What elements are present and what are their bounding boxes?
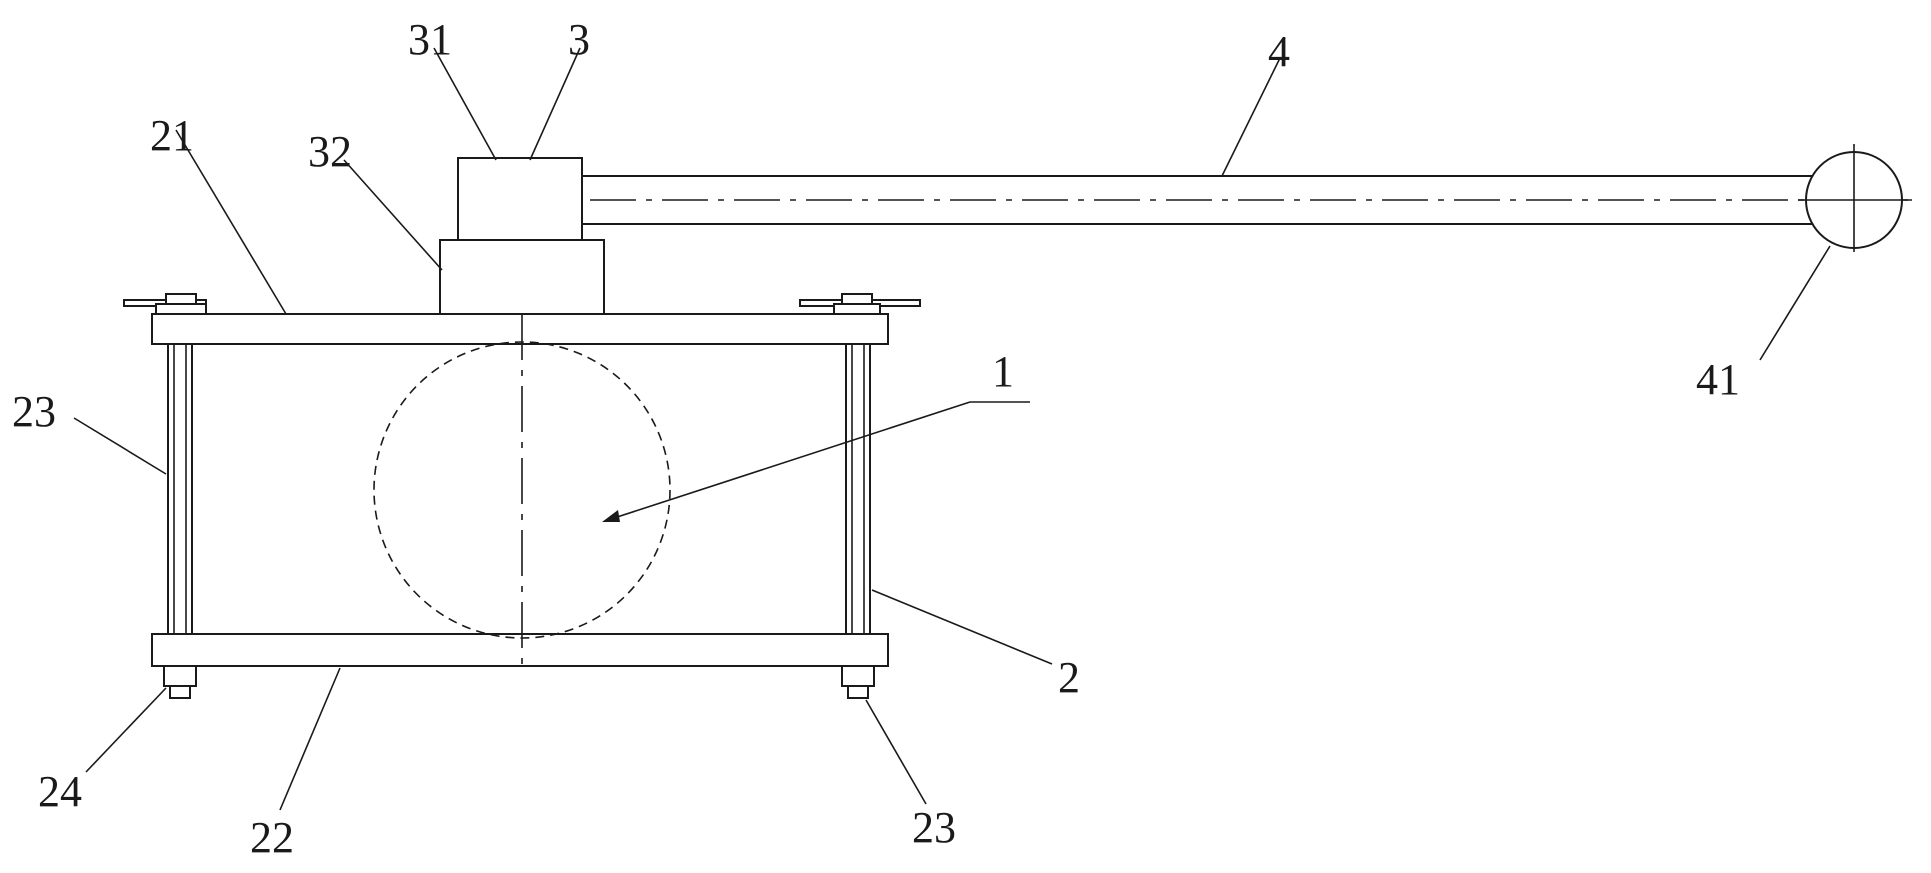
label-23-right: 23 <box>912 803 956 852</box>
label-1: 1 <box>992 347 1014 396</box>
right-bottom-nut <box>841 665 875 699</box>
handle-rod <box>582 175 1908 225</box>
label-41: 41 <box>1696 355 1740 404</box>
label-22: 22 <box>250 813 294 862</box>
label-23-left: 23 <box>12 387 56 436</box>
bottom-plate <box>151 633 889 667</box>
head-block-lower <box>439 239 605 315</box>
label-4: 4 <box>1268 27 1290 76</box>
left-bolt <box>167 343 193 635</box>
handle-knob <box>1798 144 1912 252</box>
left-wing-nut <box>123 293 207 315</box>
label-3: 3 <box>568 15 590 64</box>
label-31: 31 <box>408 15 452 64</box>
label-24: 24 <box>38 767 82 816</box>
head-block-upper <box>457 157 583 241</box>
arrow-head <box>602 510 620 522</box>
label-21: 21 <box>150 111 194 160</box>
left-bottom-nut <box>163 665 197 699</box>
top-plate <box>151 313 889 345</box>
label-32: 32 <box>308 127 352 176</box>
leader-lines <box>73 47 1831 811</box>
right-bolt <box>845 343 871 635</box>
right-wing-nut <box>799 293 921 315</box>
label-2: 2 <box>1058 653 1080 702</box>
